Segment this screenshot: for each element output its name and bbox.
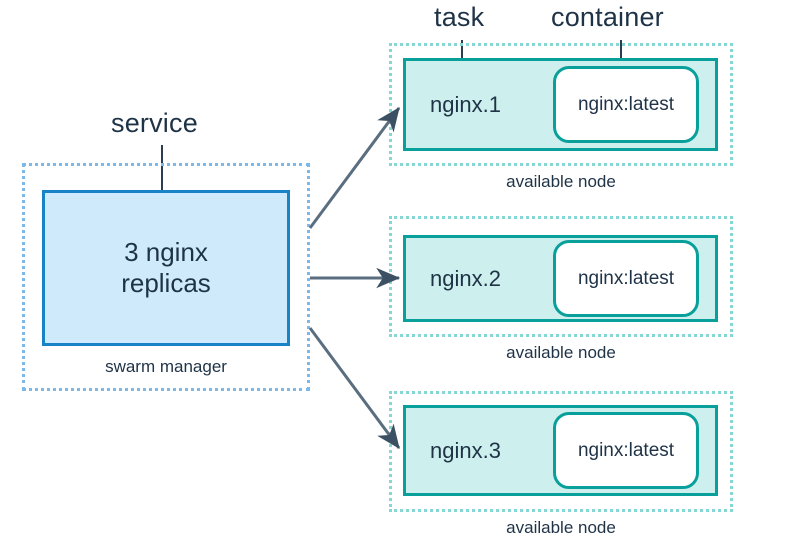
arrow-to-node-1 <box>308 107 401 229</box>
available-node-caption-3: available node <box>506 518 616 537</box>
container-box-2[interactable]: nginx:latest <box>553 240 699 317</box>
swarm-manager-caption: swarm manager <box>105 357 227 376</box>
service-box-line-1: 3 nginx <box>124 237 208 268</box>
container-annotation-label: container <box>551 2 664 32</box>
service-replicas-box[interactable]: 3 nginx replicas <box>42 190 290 346</box>
available-node-group-3 <box>389 391 733 512</box>
container-box-1[interactable]: nginx:latest <box>553 66 699 143</box>
container-box-3[interactable]: nginx:latest <box>553 412 699 489</box>
service-leader-line <box>161 145 163 231</box>
available-node-group-1 <box>389 43 733 166</box>
task-label-3: nginx.3 <box>430 437 501 463</box>
task-annotation-label: task <box>434 2 485 32</box>
available-node-caption-2: available node <box>506 343 616 362</box>
service-box-line-2: replicas <box>121 268 211 298</box>
arrow-to-node-3 <box>308 327 401 449</box>
task-label-2: nginx.2 <box>430 265 501 291</box>
available-node-caption-1: available node <box>506 172 616 191</box>
swarm-manager-group <box>22 163 310 391</box>
task-label-1: nginx.1 <box>430 91 501 117</box>
service-annotation-label: service <box>111 108 198 138</box>
